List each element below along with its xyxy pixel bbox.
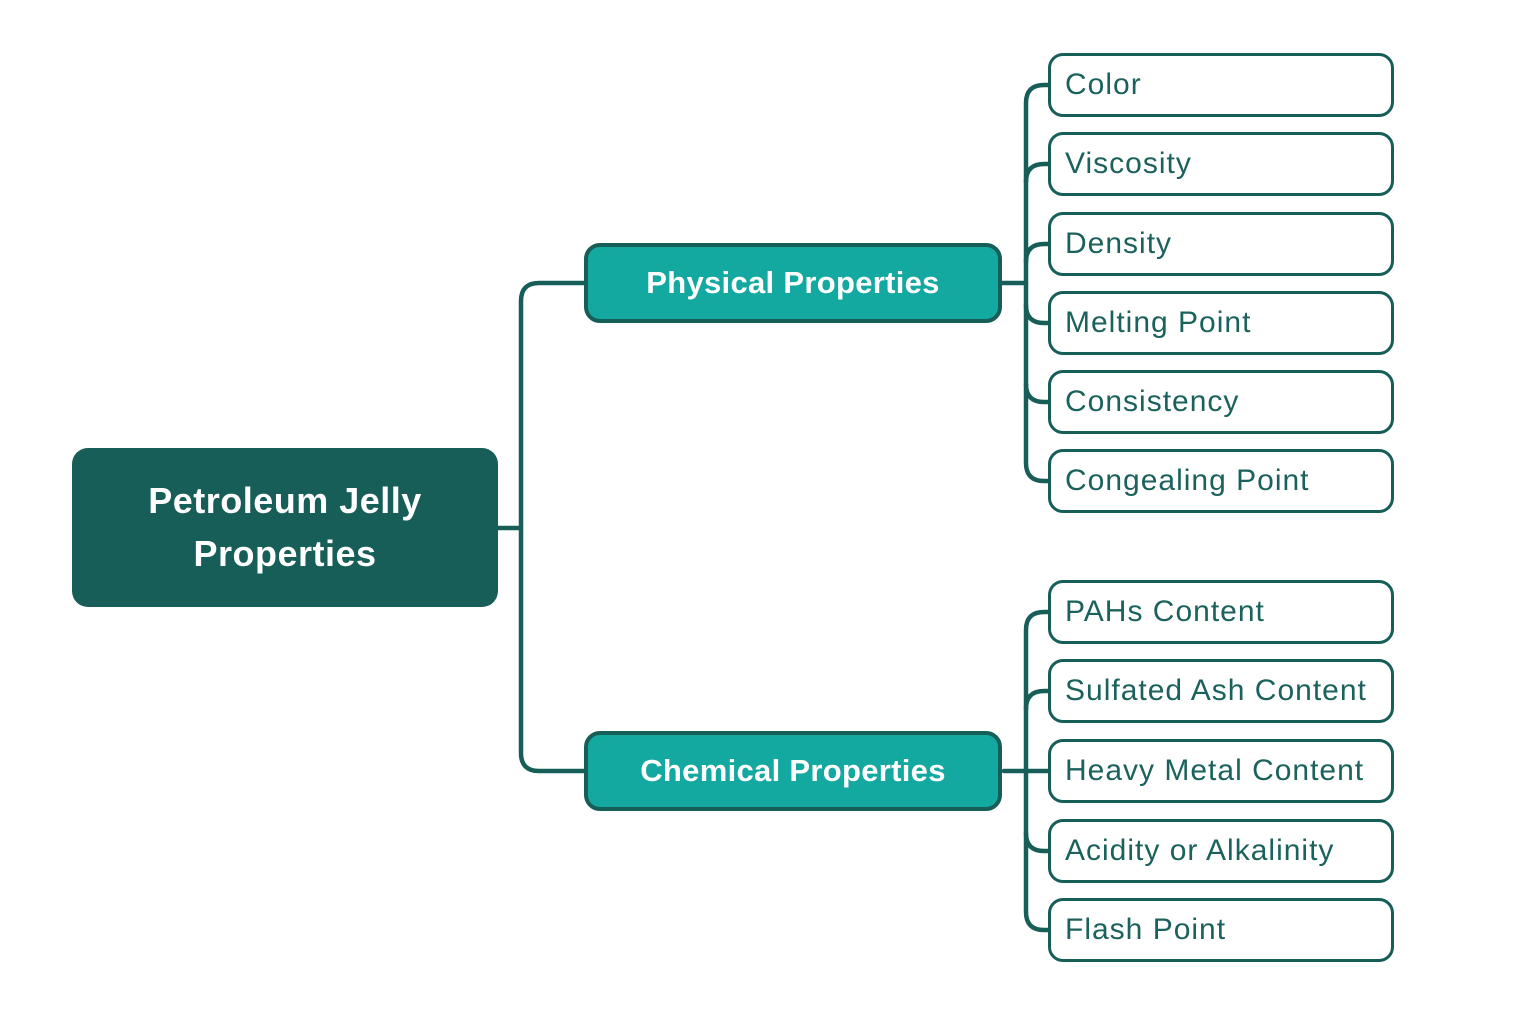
connector-physical-spine xyxy=(1023,82,1051,484)
leaf-label-density: Density xyxy=(1065,227,1173,260)
leaf-label-consistency: Consistency xyxy=(1065,385,1240,418)
connector-elbow-sulfated-ash xyxy=(1023,688,1051,712)
leaf-label-sulfated-ash-content: Sulfated Ash Content xyxy=(1065,674,1367,707)
connector-elbow-viscosity xyxy=(1023,161,1051,185)
leaf-label-flash-point: Flash Point xyxy=(1065,913,1227,946)
leaf-node-heavy-metal-content: Heavy Metal Content xyxy=(1048,739,1394,803)
branch-physical-label: Physical Properties xyxy=(646,265,940,300)
leaf-node-sulfated-ash-content: Sulfated Ash Content xyxy=(1048,659,1394,723)
leaf-node-acidity-or-alkalinity: Acidity or Alkalinity xyxy=(1048,819,1394,883)
root-node-petroleum-jelly-properties: Petroleum Jelly Properties xyxy=(72,448,498,607)
connector-elbow-acidity xyxy=(1023,830,1051,854)
leaf-label-melting-point: Melting Point xyxy=(1065,306,1252,339)
connector-chemical-spine xyxy=(1023,609,1051,933)
leaf-label-pahs-content: PAHs Content xyxy=(1065,595,1265,628)
connector-elbow-melting-point xyxy=(1023,302,1051,326)
leaf-node-pahs-content: PAHs Content xyxy=(1048,580,1394,644)
branch-node-physical-properties: Physical Properties xyxy=(584,243,1002,323)
connector-elbow-consistency xyxy=(1023,381,1051,405)
leaf-label-heavy-metal-content: Heavy Metal Content xyxy=(1065,754,1365,787)
root-node-label: Petroleum Jelly Properties xyxy=(148,480,422,574)
leaf-node-viscosity: Viscosity xyxy=(1048,132,1394,196)
leaf-label-congealing-point: Congealing Point xyxy=(1065,464,1310,497)
connector-branch-spine xyxy=(518,280,587,774)
branch-chemical-label: Chemical Properties xyxy=(640,753,946,788)
leaf-node-congealing-point: Congealing Point xyxy=(1048,449,1394,513)
connector-elbow-density xyxy=(1023,241,1051,265)
branch-node-chemical-properties: Chemical Properties xyxy=(584,731,1002,811)
leaf-node-melting-point: Melting Point xyxy=(1048,291,1394,355)
leaf-node-density: Density xyxy=(1048,212,1394,276)
leaf-node-consistency: Consistency xyxy=(1048,370,1394,434)
leaf-label-acidity-or-alkalinity: Acidity or Alkalinity xyxy=(1065,834,1335,867)
leaf-node-color: Color xyxy=(1048,53,1394,117)
leaf-node-flash-point: Flash Point xyxy=(1048,898,1394,962)
leaf-label-viscosity: Viscosity xyxy=(1065,147,1192,180)
leaf-label-color: Color xyxy=(1065,68,1142,101)
